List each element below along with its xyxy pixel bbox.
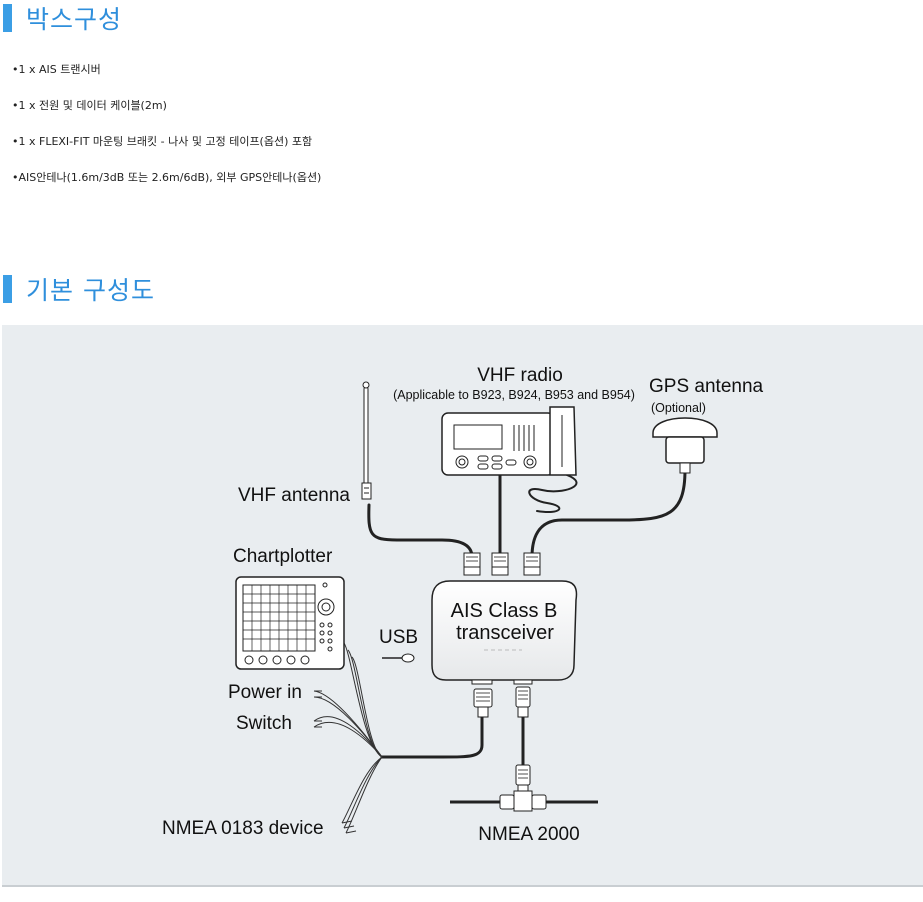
wire-end-ticks: [314, 690, 357, 834]
usb-plug-icon: [382, 653, 415, 663]
breakout-wires: [313, 642, 383, 834]
list-item: •1 x FLEXI-FIT 마운팅 브래킷 - 나사 및 고정 테이프(옵션)…: [12, 135, 313, 148]
nmea2000-label: NMEA 2000: [478, 824, 579, 845]
gps-antenna-cable: [530, 468, 687, 559]
vhf-antenna-cable: [367, 503, 474, 559]
list-item: •AIS안테나(1.6m/3dB 또는 2.6m/6dB), 외부 GPS안테나…: [12, 171, 322, 184]
box-contents-list: •1 x AIS 트랜시버 •1 x 전원 및 데이터 케이블(2m) •1 x…: [12, 56, 321, 200]
power-in-label: Power in: [228, 682, 302, 703]
nmea2000-backbone-icon: [450, 764, 598, 812]
list-item: •1 x AIS 트랜시버: [12, 63, 101, 76]
chartplotter-icon: [235, 576, 345, 670]
transceiver-label-line2: transceiver: [456, 622, 554, 644]
diagram-title: 기본 구성도: [26, 276, 155, 305]
switch-label: Switch: [236, 713, 292, 734]
vhf-radio-icon: [441, 406, 577, 476]
configuration-diagram: VHF radio (Applicable to B923, B924, B95…: [2, 325, 923, 887]
cables: [367, 468, 687, 767]
heading-accent-bar: [3, 4, 12, 32]
vhf-antenna-icon: [361, 381, 372, 500]
vhf-radio-note: (Applicable to B923, B924, B953 and B954…: [393, 388, 635, 402]
top-connectors: [463, 552, 541, 576]
heading-accent-bar: [3, 275, 12, 303]
gps-optional-label: (Optional): [651, 401, 706, 415]
ais-transceiver-icon: [431, 580, 578, 685]
transceiver-label-line1: AIS Class B: [451, 600, 558, 622]
bottom-connectors: [473, 686, 531, 718]
usb-label: USB: [379, 627, 418, 648]
box-contents-heading: 박스구성: [0, 2, 122, 34]
vhf-antenna-label: VHF antenna: [238, 485, 350, 506]
diagram-heading: 기본 구성도: [0, 273, 155, 305]
nmea0183-label: NMEA 0183 device: [162, 818, 324, 839]
gps-antenna-label: GPS antenna: [649, 376, 764, 397]
vhf-radio-label: VHF radio: [477, 365, 563, 386]
power-data-cable: [380, 713, 484, 759]
chartplotter-label: Chartplotter: [233, 546, 333, 567]
list-item: •1 x 전원 및 데이터 케이블(2m): [12, 99, 167, 112]
configuration-diagram-svg: VHF radio (Applicable to B923, B924, B95…: [162, 365, 764, 845]
handset-coil-cord: [528, 474, 578, 513]
box-contents-title: 박스구성: [26, 5, 123, 34]
gps-antenna-icon: [652, 417, 718, 474]
